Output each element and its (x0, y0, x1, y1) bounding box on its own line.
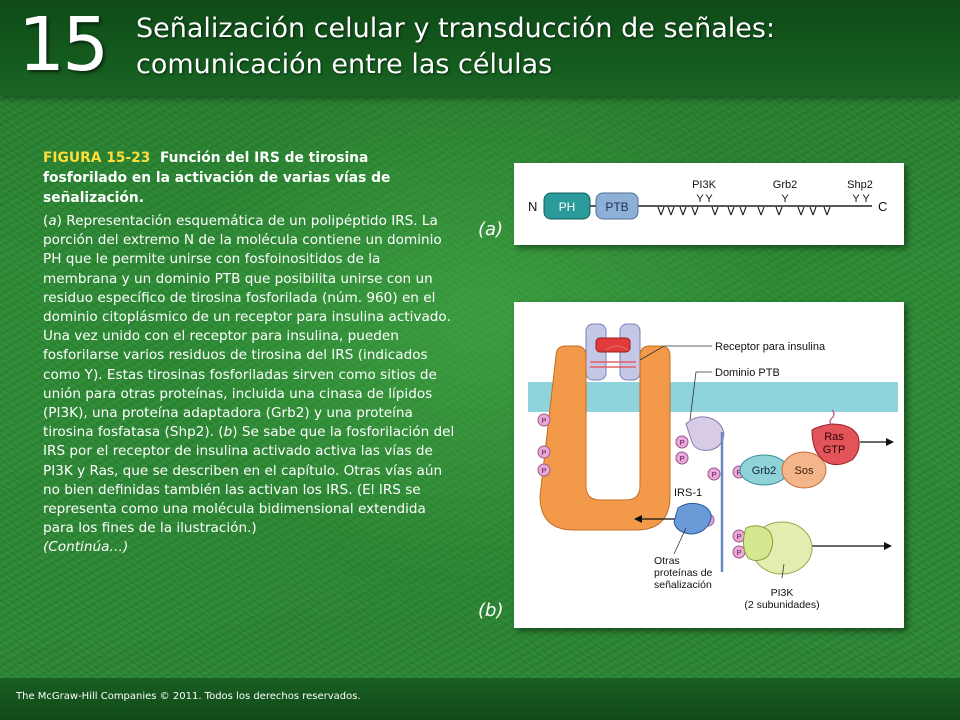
ph-domain-label: PH (559, 200, 576, 214)
chapter-title: Señalización celular y transducción de s… (136, 11, 936, 83)
ras-gtp-protein (811, 423, 860, 466)
phosphate-label: P (541, 448, 546, 457)
shp2-site-label: Shp2 (847, 179, 873, 191)
ptb-domain-shape (685, 416, 725, 451)
panel-a-ref: a (48, 213, 57, 229)
phosphate-label: P (736, 532, 741, 541)
footer-bar: The McGraw-Hill Companies © 2011. Todos … (0, 678, 960, 720)
pi3k-regulatory-subunit (742, 525, 774, 562)
figure-caption: FIGURA 15-23 Función del IRS de tirosina… (43, 148, 455, 558)
ptb-domain-callout: Dominio PTB (715, 367, 780, 379)
other-proteins-line-1: Otras (654, 555, 680, 567)
gtp-label: GTP (823, 444, 846, 456)
tyrosine-mark: Y (696, 193, 704, 205)
insulin-receptor-beta (539, 345, 671, 531)
other-proteins-line-3: señalización (654, 579, 712, 591)
phosphate-label: P (679, 438, 684, 447)
plasma-membrane (528, 382, 898, 412)
phosphate-label: P (541, 466, 546, 475)
tyrosine-mark: Y (862, 193, 870, 205)
figure-body-part-1: ) Representación esquemática de un polip… (43, 213, 451, 441)
irs1-label: IRS-1 (674, 487, 702, 499)
n-terminus: N (528, 199, 537, 214)
insulin-signaling-diagram: P P P P P P P P P P Grb2 Sos Ras (528, 323, 898, 611)
other-signaling-protein (673, 502, 712, 535)
figure-body-part-2: ) Se sabe que la fosforilación del IRS p… (43, 424, 455, 537)
receptor-phosphates (537, 413, 689, 477)
figure-label: FIGURA 15-23 (43, 150, 151, 166)
phosphate-label: P (736, 548, 741, 557)
tyrosine-mark: Y (781, 193, 789, 205)
panel-b-diagram: P P P P P P P P P P Grb2 Sos Ras (514, 302, 904, 628)
panel-b-ref: b (223, 424, 233, 441)
continued-note: (Continúa…) (43, 539, 129, 556)
figure-heading: FIGURA 15-23 Función del IRS de tirosina… (43, 148, 455, 208)
pi3k-site-label: PI3K (692, 179, 717, 191)
c-terminus: C (878, 199, 887, 214)
tyrosine-mark: Y (705, 193, 713, 205)
chapter-number: 15 (18, 2, 109, 88)
figure-title: Función del IRS de tirosina fosforilado … (43, 150, 391, 206)
copyright-notice: The McGraw-Hill Companies © 2011. Todos … (16, 691, 361, 702)
chapter-title-line-1: Señalización celular y transducción de s… (136, 13, 776, 44)
panel-a-label: (a) (478, 219, 504, 240)
phosphate-label: P (736, 468, 741, 477)
panel-a-diagram: N C PH PTB PI3K Grb2 Shp2 Y Y Y Y Y (514, 163, 904, 245)
ptb-domain (595, 192, 639, 220)
receptor-label: Receptor para insulina (715, 341, 826, 353)
insulin-ligand (595, 337, 631, 353)
tyrosine-mark: Y (852, 193, 860, 205)
pi3k-label: PI3K (771, 587, 794, 599)
chapter-title-line-2: comunicación entre las células (136, 49, 553, 80)
grb2-site-label: Grb2 (773, 179, 797, 191)
tyrosine-residue-marks (657, 206, 831, 216)
panel-b-label: (b) (478, 600, 504, 621)
grb2-label: Grb2 (752, 465, 776, 477)
phosphate-label: P (679, 454, 684, 463)
sos-label: Sos (795, 465, 814, 477)
ph-domain (543, 192, 591, 220)
pi3k-subunits-label: (2 subunidades) (744, 599, 819, 611)
ras-label: Ras (824, 431, 844, 443)
sos-protein (781, 451, 827, 489)
other-proteins-line-2: proteínas de (654, 567, 713, 579)
figure-body: (a) Representación esquemática de un pol… (43, 213, 455, 556)
ptb-domain-label: PTB (605, 200, 628, 214)
irs-schematic: N C PH PTB PI3K Grb2 Shp2 Y Y Y Y Y (528, 179, 887, 220)
header-bar: 15 Señalización celular y transducción d… (0, 0, 960, 96)
phosphate-label: P (711, 470, 716, 479)
phosphate-label: P (541, 416, 546, 425)
